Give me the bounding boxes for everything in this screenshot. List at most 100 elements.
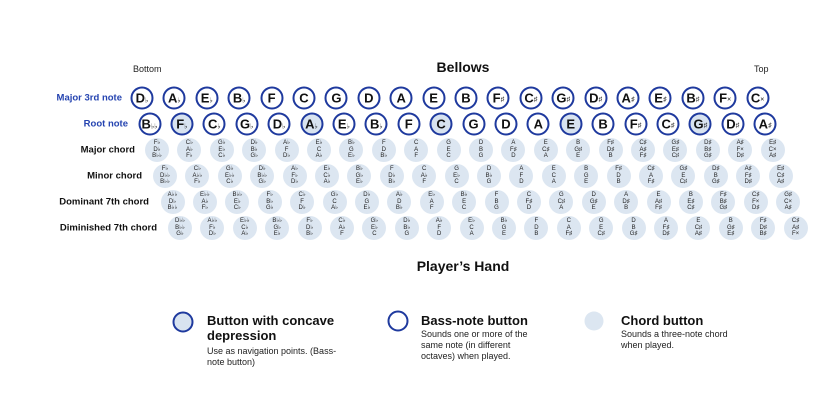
root-bass-button[interactable]: C♯	[656, 112, 680, 136]
root-bass-button[interactable]: A	[526, 112, 550, 136]
major-third-bass-button[interactable]: C♯	[519, 86, 543, 110]
major-third-bass-button[interactable]: A♭	[162, 86, 186, 110]
major-chord-button[interactable]: C♭A♭F♭	[177, 138, 202, 162]
major-third-bass-button[interactable]: E♯	[648, 86, 672, 110]
dominant7-chord-button[interactable]: E♭♭A♭F♭	[192, 190, 217, 214]
root-bass-button[interactable]: E	[559, 112, 583, 136]
root-bass-button[interactable]: F♭	[170, 112, 194, 136]
major-chord-button[interactable]: E♯C×A♯	[760, 138, 785, 162]
major-chord-button[interactable]: A♯F×D♯	[728, 138, 753, 162]
dominant7-chord-button[interactable]: F♭B♭G♭	[257, 190, 282, 214]
root-bass-button[interactable]: A♯	[753, 112, 777, 136]
major-chord-button[interactable]: G♯E♯C♯	[663, 138, 688, 162]
root-bass-button[interactable]: B	[591, 112, 615, 136]
diminished7-chord-button[interactable]: C♯A♯F×	[783, 216, 808, 240]
major-third-bass-button[interactable]: D♯	[584, 86, 608, 110]
major-third-bass-button[interactable]: F	[260, 86, 284, 110]
dominant7-chord-button[interactable]: A♭♭D♭B♭♭	[160, 190, 185, 214]
major-third-bass-button[interactable]: A♯	[616, 86, 640, 110]
major-third-bass-button[interactable]: B♯	[681, 86, 705, 110]
major-third-bass-button[interactable]: F×	[713, 86, 737, 110]
root-bass-button[interactable]: D	[494, 112, 518, 136]
minor-chord-button[interactable]: F♭D♭♭B♭♭	[153, 164, 177, 188]
root-bass-button[interactable]: G♯	[688, 112, 712, 136]
diminished7-chord-button[interactable]: D♭B♭G	[394, 216, 419, 240]
major-third-bass-button[interactable]: G♯	[551, 86, 575, 110]
diminished7-chord-button[interactable]: E♭♭C♭A♭	[232, 216, 257, 240]
major-chord-button[interactable]: D♯B♯G♯	[695, 138, 720, 162]
minor-chord-button[interactable]: C♭A♭♭F♭	[185, 164, 210, 188]
major-chord-button[interactable]: F♭D♭B♭♭	[145, 138, 169, 162]
root-bass-button[interactable]: A♭	[300, 112, 323, 136]
major-chord-button[interactable]: G♭E♭C♭	[209, 138, 234, 162]
major-third-bass-button[interactable]: D	[357, 86, 381, 110]
diminished7-chord-button[interactable]: G♭E♭C	[362, 216, 387, 240]
major-third-bass-button[interactable]: A	[389, 86, 413, 110]
major-chord-button[interactable]: D♭B♭G♭	[242, 138, 267, 162]
minor-chord-button[interactable]: A♭F♭D♭	[282, 164, 307, 188]
root-bass-button[interactable]: G	[462, 112, 485, 136]
major-third-bass-button[interactable]: D♭	[130, 86, 154, 110]
root-bass-button[interactable]: D♯	[721, 112, 745, 136]
root-bass-button[interactable]: D♭	[267, 112, 291, 136]
major-third-bass-button[interactable]: F♯	[486, 86, 510, 110]
root-bass-button[interactable]: C	[429, 112, 453, 136]
root-bass-button[interactable]: C♭	[202, 112, 226, 136]
diminished7-chord-button[interactable]: C♭A♭F	[330, 216, 354, 240]
diminished7-chord-button[interactable]: A♭♭F♭D♭	[200, 216, 225, 240]
diminished7-chord-button[interactable]: F♯D♯B♯	[751, 216, 776, 240]
root-bass-button[interactable]: E♭	[332, 112, 356, 136]
dominant7-chord-button[interactable]: G♯C×A♯	[776, 190, 801, 214]
major-third-bass-button[interactable]: B	[454, 86, 478, 110]
major-third-bass-button[interactable]: E♭	[195, 86, 219, 110]
major-third-bass-button[interactable]: E	[422, 86, 446, 110]
root-bass-button[interactable]: F♯	[624, 112, 647, 136]
root-bass-button[interactable]: B♭	[364, 112, 388, 136]
major-chord-button[interactable]: F♯D♯B	[598, 138, 623, 162]
root-bass-button[interactable]: F	[397, 112, 421, 136]
major-third-bass-button[interactable]: B♭	[227, 86, 251, 110]
minor-chord-button[interactable]: E♯C♯A♯	[768, 164, 793, 188]
minor-chord-button[interactable]: E♭C♭A♭	[315, 164, 339, 188]
